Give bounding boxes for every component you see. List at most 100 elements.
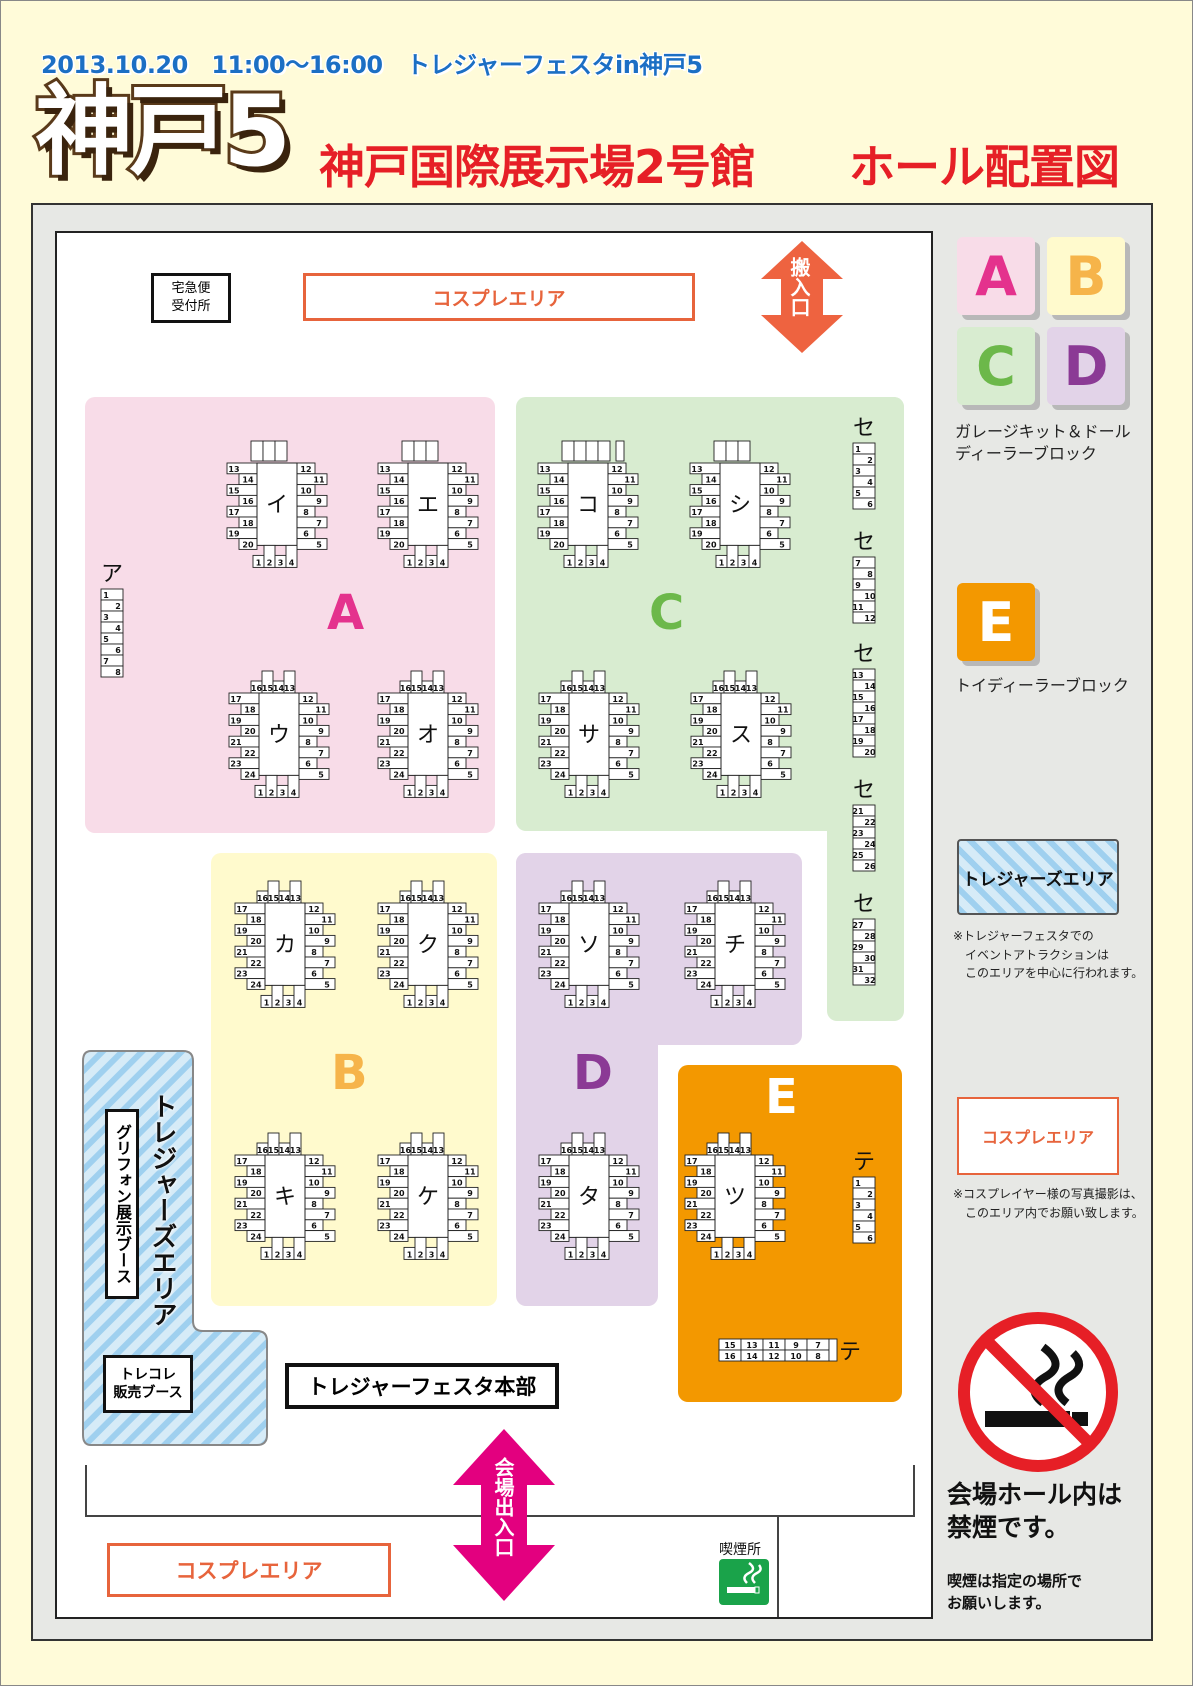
block-u-island [258,692,300,776]
booth-i-2-number: 2 [267,558,273,567]
booth-o-11-number: 11 [464,706,476,715]
block-e-top-slot [425,440,439,462]
booth-ka-3-number: 3 [286,998,292,1007]
booth-o-17-number: 17 [379,695,390,704]
booth-sa-23-number: 23 [540,760,551,769]
booth-so-22-number: 22 [554,959,565,968]
booth-e-4 [436,544,449,568]
booth-shi-20-number: 20 [705,540,717,549]
booth-su-19-number: 19 [692,716,704,725]
booth-ko-9 [607,494,639,507]
strip-label-te-7: テ [839,1340,861,1365]
booth-sa-24-number: 24 [554,770,566,779]
booth-ka-23-number: 23 [236,970,247,979]
booth-ki-23-number: 23 [236,1222,247,1231]
booth-i-10-number: 10 [300,486,312,495]
booth-ke-7-number: 7 [467,1211,473,1220]
booth-i-20-number: 20 [242,540,254,549]
block-ka-island [264,902,306,986]
booth-i-9 [296,494,328,507]
booth-sa-9 [608,724,640,737]
booth-shi-1-number: 1 [719,558,725,567]
booth-ka-7 [304,956,336,969]
booth-u-6-number: 6 [305,760,311,769]
block-ka-label: カ [274,933,296,958]
booth-chi-5-number: 5 [774,980,780,989]
booth-so-19-number: 19 [540,926,552,935]
booth-ta-24-number: 24 [554,1232,566,1241]
booth-ka-8-number: 8 [311,948,317,957]
booth-ka-20-number: 20 [250,937,262,946]
booth-o-2-number: 2 [418,788,424,797]
booth-ke-5-number: 5 [467,1232,473,1241]
booth-chi-13-number: 13 [740,894,751,903]
booth-i-4-number: 4 [289,558,295,567]
booth-so-5-number: 5 [628,980,634,989]
booth-se-1-1-number: 1 [855,445,861,454]
booth-ke-15-number: 15 [411,1146,423,1155]
booth-se-1-6 [852,497,876,510]
booth-su-20-number: 20 [706,727,718,736]
booth-tsu-10-number: 10 [758,1178,770,1187]
booth-ki-4 [293,1236,306,1260]
booth-u-19-number: 19 [230,716,242,725]
block-ko-top-slot [561,440,575,462]
booth-ka-21-number: 21 [236,948,248,957]
booth-so-2-number: 2 [579,998,585,1007]
booth-ku-2-number: 2 [418,998,424,1007]
booth-e-13-number: 13 [379,465,390,474]
treasures-area-label: トレジャーズエリア [147,1093,177,1327]
booth-e-9 [447,494,479,507]
booth-su-9-number: 9 [780,727,786,736]
booth-a-line-7-number: 7 [103,657,109,666]
booth-o-15-number: 15 [411,684,423,693]
booth-tsu-24-number: 24 [700,1232,712,1241]
booth-ku-20-number: 20 [393,937,405,946]
booth-so-18-number: 18 [554,916,566,925]
booth-ka-10-number: 10 [308,926,320,935]
block-tsu-island [714,1154,756,1238]
booth-te-1-6-number: 6 [867,1234,873,1243]
booth-ka-22-number: 22 [250,959,261,968]
headquarters-box: トレジャーフェスタ本部 [285,1363,559,1409]
booth-ko-12-number: 12 [611,465,622,474]
booth-se-2-8-number: 8 [867,570,873,579]
booth-te-14-number: 14 [746,1352,758,1361]
booth-tsu-3-number: 3 [736,1250,742,1259]
booth-se-5-32 [852,973,876,986]
block-ko-top-slot [615,440,625,462]
booth-ke-10-number: 10 [451,1178,463,1187]
booth-chi-19-number: 19 [686,926,698,935]
booth-e-14-number: 14 [393,476,405,485]
booth-su-24-number: 24 [706,770,718,779]
booth-sa-6-number: 6 [615,760,621,769]
booth-o-1-number: 1 [407,788,413,797]
booth-i-11-number: 11 [313,476,325,485]
booth-se-3-15-number: 15 [852,693,864,702]
booth-e-5-number: 5 [467,540,473,549]
booth-ta-3-number: 3 [590,1250,596,1259]
booth-shi-8-number: 8 [766,508,772,517]
booth-ko-3-number: 3 [589,558,595,567]
booth-su-9 [760,724,792,737]
booth-ku-21-number: 21 [379,948,391,957]
booth-ke-9 [447,1186,479,1199]
booth-tsu-1-number: 1 [714,1250,720,1259]
booth-ke-2-number: 2 [418,1250,424,1259]
booth-ku-10-number: 10 [451,926,463,935]
booth-i-4 [285,544,298,568]
booth-ku-8-number: 8 [454,948,460,957]
booth-so-23-number: 23 [540,970,551,979]
booth-e-5 [447,538,479,550]
booth-ta-7-number: 7 [628,1211,634,1220]
booth-sa-9-number: 9 [628,727,634,736]
booth-se-2-11-number: 11 [852,603,864,612]
